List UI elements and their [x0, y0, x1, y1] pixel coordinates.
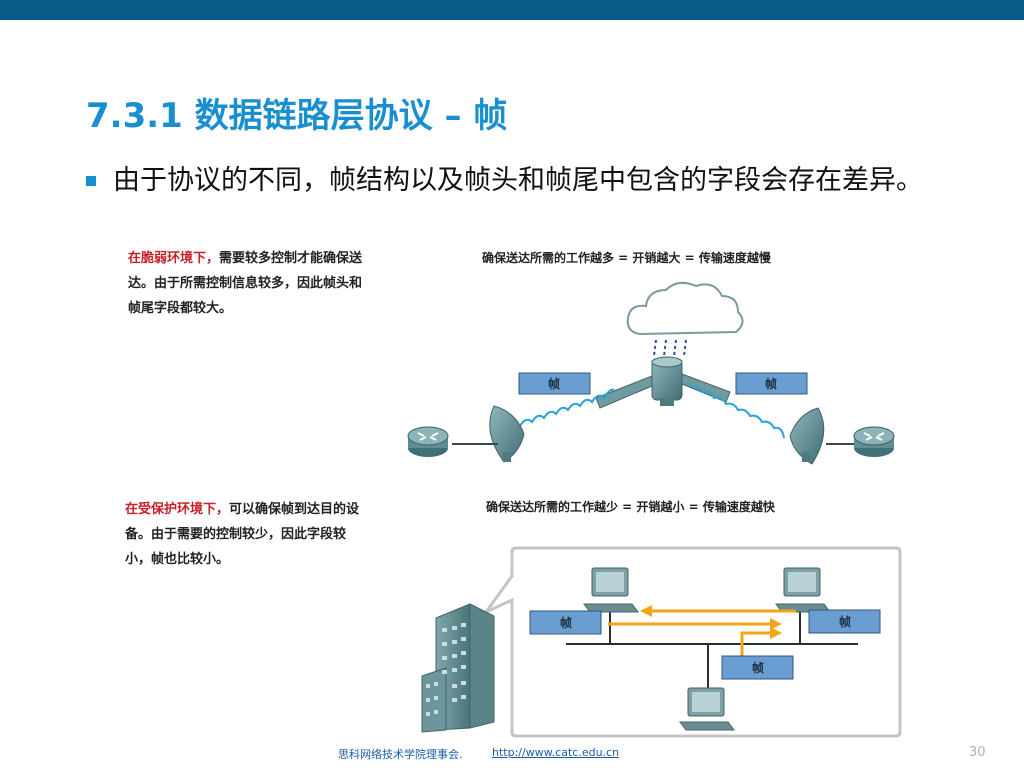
frame-label: 帧 [765, 376, 777, 391]
wireless-signal-left [519, 388, 615, 427]
page-number: 30 [969, 745, 986, 760]
slide-title: 7.3.1 数据链路层协议 – 帧 [86, 96, 508, 136]
top-banner [0, 0, 1024, 20]
computer-top-left-icon [583, 567, 639, 613]
protected-environment-highlight: 在受保护环境下， [125, 502, 230, 517]
bottom-diagram-caption: 确保送达所需的工作越少 = 开销越小 = 传输速度越快 [486, 500, 775, 514]
frame-box-top-right: 帧 [735, 372, 808, 395]
storm-cloud-icon [626, 281, 744, 357]
office-building-icon [421, 603, 495, 733]
bullet-text: 由于协议的不同，帧结构以及帧头和帧尾中包含的字段会存在差异。 [113, 165, 923, 196]
router-right-icon [853, 426, 895, 457]
wireless-signal-right [689, 385, 785, 439]
computer-bottom-icon [679, 687, 735, 731]
satellite-icon [595, 356, 731, 409]
footer-url-link[interactable]: http://www.catc.edu.cn [492, 746, 620, 759]
frame-label: 帧 [560, 615, 572, 630]
frame-box-bottom-right: 帧 [808, 609, 881, 634]
frame-label: 帧 [548, 376, 560, 391]
frame-flow-arrows [608, 605, 796, 658]
footer-organization: 思科网络技术学院理事会. [338, 748, 463, 761]
harsh-environment-highlight: 在脆弱环境下， [128, 251, 220, 266]
frame-label: 帧 [752, 660, 764, 675]
frame-label: 帧 [839, 614, 851, 629]
protected-environment-note: 在受保护环境下，可以确保帧到达目的设备。由于需要的控制较少，因此字段较小，帧也比… [125, 497, 360, 572]
computer-top-right-icon [775, 567, 831, 613]
router-left-icon [407, 426, 449, 457]
satellite-dish-left-icon [489, 405, 525, 463]
harsh-environment-text: 需要较多控制才能确保送达。由于所需控制信息较多，因此帧头和帧尾字段都较大。 [128, 251, 363, 316]
satellite-dish-right-icon [789, 407, 825, 465]
protected-environment-text: 可以确保帧到达目的设备。由于需要的控制较少，因此字段较小，帧也比较小。 [125, 502, 360, 567]
top-diagram-caption: 确保送达所需的工作越多 = 开销越大 = 传输速度越慢 [482, 251, 771, 265]
frame-box-bottom-center: 帧 [721, 655, 794, 680]
bullet-square-icon [86, 176, 96, 186]
frame-box-top-left: 帧 [518, 372, 591, 395]
harsh-environment-note: 在脆弱环境下，需要较多控制才能确保送达。由于所需控制信息较多，因此帧头和帧尾字段… [128, 246, 363, 321]
frame-box-bottom-left: 帧 [529, 610, 602, 635]
